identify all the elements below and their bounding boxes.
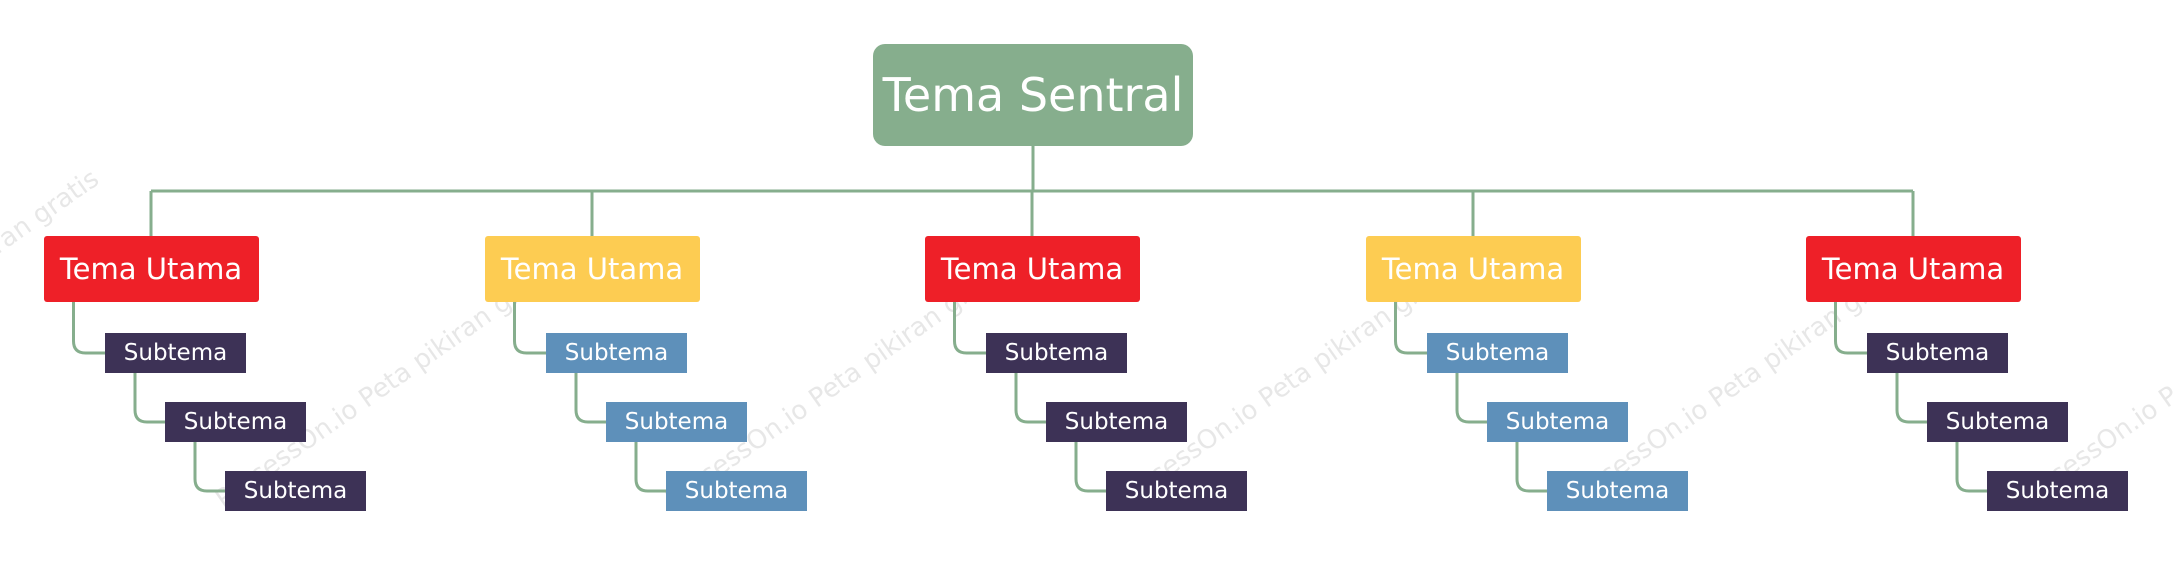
subtopic-3-1[interactable]: Subtema <box>986 333 1127 373</box>
subtopic-2-2[interactable]: Subtema <box>606 402 747 442</box>
connector-line <box>1014 373 1046 424</box>
connector-line <box>1955 442 1987 493</box>
subtopic-2-1[interactable]: Subtema <box>546 333 687 373</box>
main-topic-5[interactable]: Tema Utama <box>1805 236 2021 302</box>
subtopic-4-3[interactable]: Subtema <box>1547 471 1688 511</box>
main-topic-3[interactable]: Tema Utama <box>924 236 1140 302</box>
main-topic-4[interactable]: Tema Utama <box>1365 236 1581 302</box>
connector-line <box>193 442 225 493</box>
connector-line <box>574 373 606 424</box>
connector-line <box>1455 373 1487 424</box>
connector-line <box>1074 442 1106 493</box>
central-topic[interactable]: Tema Sentral <box>873 44 1193 146</box>
connector-line <box>1515 442 1547 493</box>
subtopic-5-2[interactable]: Subtema <box>1927 402 2068 442</box>
connector-line <box>953 302 986 355</box>
subtopic-1-1[interactable]: Subtema <box>105 333 246 373</box>
subtopic-5-3[interactable]: Subtema <box>1987 471 2128 511</box>
subtopic-3-3[interactable]: Subtema <box>1106 471 1247 511</box>
main-topic-2[interactable]: Tema Utama <box>484 236 700 302</box>
subtopic-4-1[interactable]: Subtema <box>1427 333 1568 373</box>
connector-line <box>1895 373 1927 424</box>
connector-line <box>1834 302 1867 355</box>
subtopic-4-2[interactable]: Subtema <box>1487 402 1628 442</box>
subtopic-1-3[interactable]: Subtema <box>225 471 366 511</box>
connector-line <box>513 302 546 355</box>
main-topic-1[interactable]: Tema Utama <box>43 236 259 302</box>
connector-line <box>1394 302 1427 355</box>
subtopic-1-2[interactable]: Subtema <box>165 402 306 442</box>
subtopic-3-2[interactable]: Subtema <box>1046 402 1187 442</box>
connector-line <box>133 373 165 424</box>
connector-line <box>634 442 666 493</box>
subtopic-5-1[interactable]: Subtema <box>1867 333 2008 373</box>
subtopic-2-3[interactable]: Subtema <box>666 471 807 511</box>
connector-line <box>72 302 105 355</box>
